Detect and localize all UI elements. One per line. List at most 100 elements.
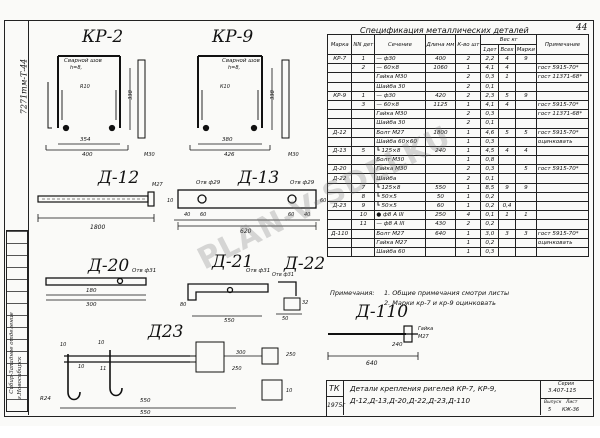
spec-weight-mark: 3 (514, 228, 537, 239)
spec-mark (326, 155, 353, 166)
d110-dim-length: 640 (366, 360, 378, 367)
d22-drawing (276, 281, 302, 315)
spec-weight-all: 9 (498, 182, 516, 193)
spec-weight-mark (514, 219, 537, 230)
d110-label: Д-110 (356, 302, 409, 322)
spec-weight-all (498, 136, 516, 147)
spec-qty: 2 (455, 219, 482, 230)
d22-label: Д-22 (284, 254, 326, 274)
note-1: 1. Общие примечания смотри листы (384, 289, 510, 297)
kr7-dim-m: М30 (144, 152, 155, 158)
spec-note: оцинковать (535, 136, 590, 147)
d21-dim-h: 80 (180, 302, 187, 308)
spec-note (535, 200, 590, 212)
sheet-frame (4, 20, 594, 417)
spec-weight-all (498, 173, 516, 184)
d110-nut: Гайка (418, 326, 434, 332)
spec-note (535, 191, 590, 203)
spec-section: Шайба 60 (374, 246, 426, 258)
spec-title: Спецификация металлических деталей (360, 26, 529, 35)
spec-mark (326, 219, 353, 230)
spec-qty: 1 (455, 145, 482, 157)
title-block-divider-2 (326, 396, 343, 397)
spec-weight-all: 4 (498, 53, 516, 65)
note-2: 2. Марки кр-7 и кр-9 оцинковать (384, 299, 496, 307)
spec-weight-all: 4 (498, 145, 516, 157)
kr9-weld-spec: h=8, (228, 65, 241, 71)
spec-weight-all (498, 219, 516, 230)
tb-issue: 5 (548, 407, 552, 413)
tb-sheet-label: Лист (566, 400, 578, 405)
d13-hole-1: Отв ф29 (196, 180, 221, 186)
spec-note (535, 210, 590, 221)
d23-drawing (60, 341, 283, 409)
notes-lead: Примечания: (330, 289, 375, 297)
spec-mark: Д-23 (326, 200, 353, 212)
d22-dim-a: 50 (282, 316, 289, 322)
spec-note (535, 246, 590, 258)
spec-qty: 1 (455, 182, 482, 193)
spec-weight-all: 3 (498, 228, 516, 239)
kr7-weld: Сварной шов (64, 58, 102, 64)
spec-section: Болт М27 (374, 228, 426, 239)
spec-weight-all (498, 237, 516, 248)
d23-dim-f: 10 (286, 388, 293, 394)
spec-qty: 1 (455, 127, 482, 138)
spec-weight-mark (514, 200, 537, 212)
spec-qty: 2 (455, 173, 482, 184)
spec-section: Гайка М30 (374, 164, 426, 175)
kr7-label: КР-2 (82, 27, 124, 47)
spec-mark: Д-12 (326, 127, 353, 138)
d20-dim-a: 180 (86, 288, 97, 294)
spec-weight-all (498, 191, 516, 203)
spec-section: Болт М30 (374, 155, 426, 166)
spec-section: ● ф8 А III (374, 210, 426, 221)
d12-drawing (37, 191, 155, 222)
spec-weight-mark: 1 (514, 210, 537, 221)
spec-section: ┗ 125×8 (374, 182, 426, 193)
spec-weight-all (498, 164, 516, 175)
d23-dim-c: 300 (236, 350, 246, 356)
d20-hole: Отв ф31 (132, 268, 157, 274)
d13-dim-c: 60 (288, 212, 295, 218)
spec-weight-mark: 5 (514, 127, 537, 138)
d23-mark-2: 10 (60, 342, 67, 348)
d22-dim-b: 32 (302, 300, 309, 306)
d13-dim-f: 60 (320, 198, 327, 204)
spec-section: ┗ 125×8 (374, 145, 426, 157)
spec-weight-all: 1 (498, 210, 516, 221)
title-block-divider-3 (540, 380, 541, 415)
spec-section: — ф8 А III (374, 219, 426, 230)
kr7-weld-spec: h=8, (70, 65, 83, 71)
kr7-drawing (45, 55, 146, 151)
d23-label: Д23 (148, 322, 184, 342)
d13-hole-2: Отв ф29 (290, 180, 315, 186)
spec-mark: Д-13 (326, 145, 353, 157)
spec-weight-mark: 9 (514, 53, 537, 65)
spec-note: гост 5915-70* (535, 228, 590, 239)
spec-weight-mark (514, 191, 537, 203)
spec-note: оцинковать (535, 237, 590, 248)
d22-hole: Отв ф31 (272, 272, 295, 278)
spec-note (535, 145, 590, 157)
title-block-divider-4 (540, 398, 592, 399)
spec-note (535, 182, 590, 193)
tb-tk: ТК (329, 384, 340, 393)
kr9-dim-outer: 426 (224, 152, 235, 158)
d20-label: Д-20 (88, 256, 130, 276)
spec-qty: 1 (455, 191, 482, 203)
spec-qty: 1 (455, 200, 482, 212)
side-stamp-lines (6, 230, 28, 412)
spec-section: Гайка М27 (374, 237, 426, 248)
